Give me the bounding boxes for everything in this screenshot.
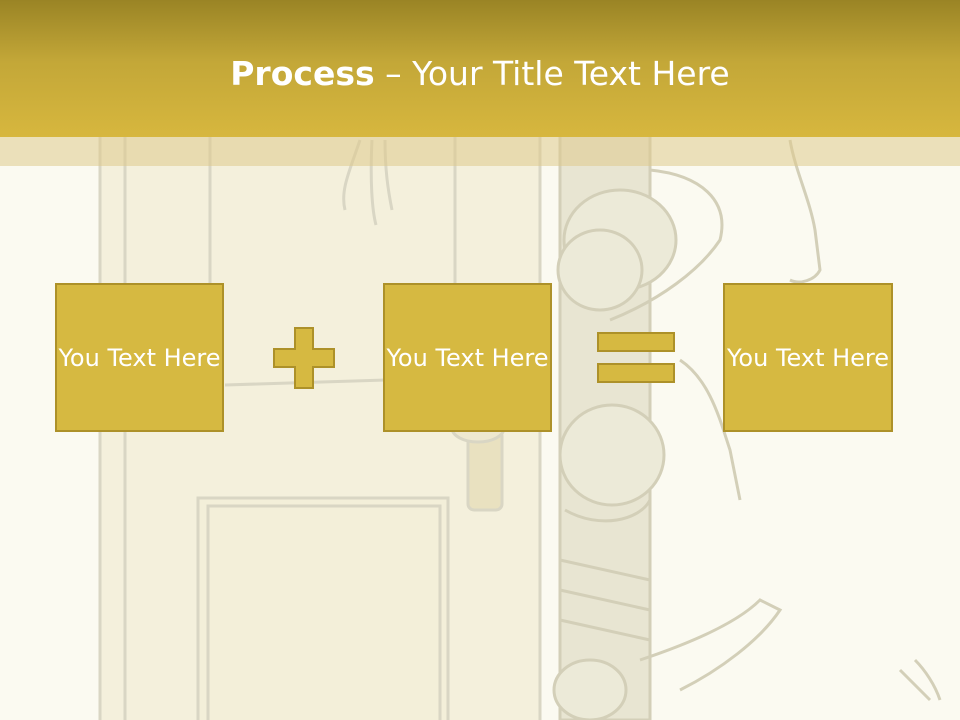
title-bar — [0, 0, 960, 137]
process-box-1-label: You Text Here — [58, 343, 221, 372]
title-bold-part: Process — [230, 54, 375, 93]
process-box-3[interactable]: You Text Here — [723, 283, 893, 432]
process-box-1[interactable]: You Text Here — [55, 283, 224, 432]
title-rest-part: – Your Title Text Here — [374, 54, 730, 93]
plus-icon — [273, 327, 335, 389]
process-box-2[interactable]: You Text Here — [383, 283, 552, 432]
slide-title: Process – Your Title Text Here — [0, 52, 960, 96]
process-box-2-label: You Text Here — [386, 343, 549, 372]
skeleton-illustration — [552, 128, 942, 720]
process-box-3-label: You Text Here — [726, 343, 890, 372]
title-accent-strip — [0, 137, 960, 166]
equals-icon — [597, 332, 675, 383]
